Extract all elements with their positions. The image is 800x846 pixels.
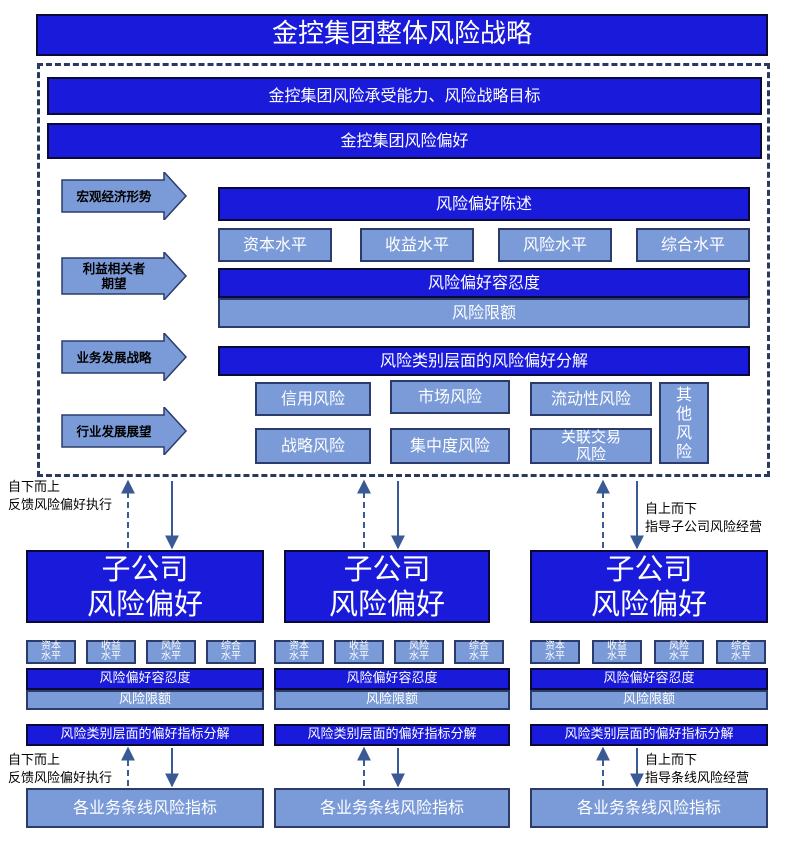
driver-label: 业务发展战略: [76, 349, 152, 365]
driver-label: 利益相关者 期望: [82, 261, 146, 291]
driver-arrow-stakeholders: 利益相关者 期望: [60, 250, 188, 302]
sub1-level-capital: 资本 水平: [26, 640, 76, 664]
sub1-line-indicators: 各业务条线风险指标: [26, 788, 264, 828]
subsidiary-appetite-3: 子公司 风险偏好: [530, 550, 768, 623]
sub2-level-composite: 综合 水平: [454, 640, 504, 664]
subsidiary-title-line1: 子公司: [605, 552, 693, 587]
driver-label: 宏观经济形势: [76, 188, 152, 204]
risk-credit: 信用风险: [255, 382, 371, 416]
risk-other: 其 他 风 险: [659, 382, 709, 464]
driver-arrow-macro: 宏观经济形势: [60, 170, 188, 222]
risk-limits: 风险限额: [218, 298, 750, 328]
level-composite: 综合水平: [636, 228, 750, 262]
sub3-level-risk: 风险 水平: [654, 640, 704, 664]
sub3-level-capital: 资本 水平: [530, 640, 580, 664]
appetite-statement: 风险偏好陈述: [218, 187, 750, 221]
page-title: 金控集团整体风险战略: [36, 14, 768, 56]
sub1-level-income: 收益 水平: [86, 640, 136, 664]
level-income: 收益水平: [360, 228, 474, 262]
sub3-limits: 风险限额: [530, 690, 768, 710]
sub2-tolerance: 风险偏好容忍度: [274, 668, 510, 690]
risk-related-party: 关联交易 风险: [530, 428, 652, 464]
sub2-line-indicators: 各业务条线风险指标: [274, 788, 510, 828]
level-risk: 风险水平: [498, 228, 612, 262]
sub1-level-risk: 风险 水平: [146, 640, 196, 664]
risk-tolerance-strategy-target: 金控集团风险承受能力、风险战略目标: [47, 77, 762, 115]
level-capital: 资本水平: [218, 228, 332, 262]
sub1-decomposition: 风险类别层面的偏好指标分解: [26, 724, 264, 746]
sub2-level-capital: 资本 水平: [274, 640, 324, 664]
driver-arrow-business: 业务发展战略: [60, 331, 188, 383]
sub3-tolerance: 风险偏好容忍度: [530, 668, 768, 690]
sub3-decomposition: 风险类别层面的偏好指标分解: [530, 724, 768, 746]
sub3-level-income: 收益 水平: [592, 640, 642, 664]
appetite-tolerance: 风险偏好容忍度: [218, 268, 750, 298]
sub1-limits: 风险限额: [26, 690, 264, 710]
sub3-line-indicators: 各业务条线风险指标: [530, 788, 768, 828]
sub2-level-risk: 风险 水平: [394, 640, 444, 664]
subsidiary-title-line2: 风险偏好: [590, 586, 707, 621]
risk-category-decomposition: 风险类别层面的风险偏好分解: [218, 346, 750, 376]
risk-strategic: 战略风险: [255, 428, 371, 464]
sub3-level-composite: 综合 水平: [716, 640, 766, 664]
risk-market: 市场风险: [390, 380, 510, 414]
driver-arrow-industry: 行业发展展望: [60, 405, 188, 457]
subsidiary-title-line1: 子公司: [343, 552, 431, 587]
group-risk-appetite: 金控集团风险偏好: [47, 123, 762, 159]
top-down-label-top: 自上而下 指导子公司风险经营: [645, 502, 763, 535]
subsidiary-appetite-2: 子公司 风险偏好: [284, 550, 490, 623]
top-down-label-bottom: 自上而下 指导条线风险经营: [645, 753, 750, 786]
driver-label: 行业发展展望: [76, 423, 152, 439]
subsidiary-appetite-1: 子公司 风险偏好: [26, 550, 264, 623]
subsidiary-title-line2: 风险偏好: [86, 586, 203, 621]
subsidiary-title-line1: 子公司: [101, 552, 189, 587]
risk-liquidity: 流动性风险: [530, 382, 652, 416]
sub1-level-composite: 综合 水平: [206, 640, 256, 664]
group-strategy-frame: [37, 63, 770, 477]
subsidiary-title-line2: 风险偏好: [328, 586, 445, 621]
bottom-up-label-bottom: 自下而上 反馈风险偏好执行: [8, 753, 113, 786]
sub2-level-income: 收益 水平: [334, 640, 384, 664]
bottom-up-label-top: 自下而上 反馈风险偏好执行: [8, 480, 113, 513]
sub2-limits: 风险限额: [274, 690, 510, 710]
sub2-decomposition: 风险类别层面的偏好指标分解: [274, 724, 510, 746]
sub1-tolerance: 风险偏好容忍度: [26, 668, 264, 690]
risk-concentration: 集中度风险: [390, 428, 510, 464]
